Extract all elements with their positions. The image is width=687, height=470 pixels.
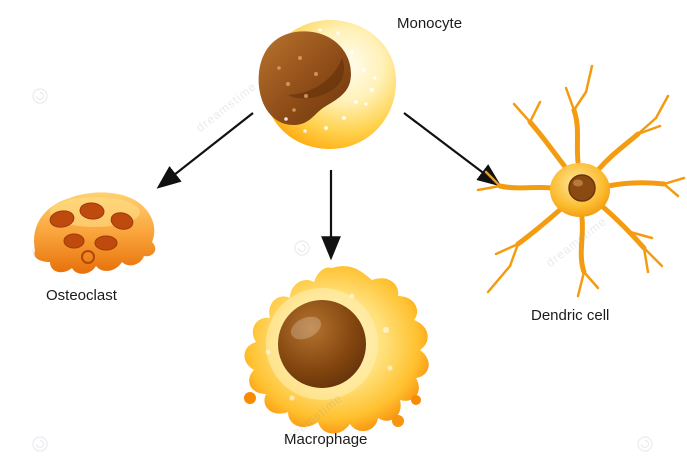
arrow-monocyte-to-osteoclast bbox=[156, 112, 254, 189]
label-dendritic-cell: Dendric cell bbox=[531, 307, 610, 324]
arrow-monocyte-to-dendritic bbox=[403, 112, 502, 187]
monocyte-cell-illustration bbox=[258, 20, 397, 150]
label-osteoclast: Osteoclast bbox=[46, 287, 117, 304]
label-monocyte: Monocyte bbox=[397, 15, 463, 32]
label-macrophage: Macrophage bbox=[284, 431, 368, 448]
dendritic-cell-illustration bbox=[476, 64, 686, 298]
osteoclast-cell-illustration bbox=[34, 192, 156, 274]
macrophage-cell-illustration bbox=[244, 266, 429, 434]
